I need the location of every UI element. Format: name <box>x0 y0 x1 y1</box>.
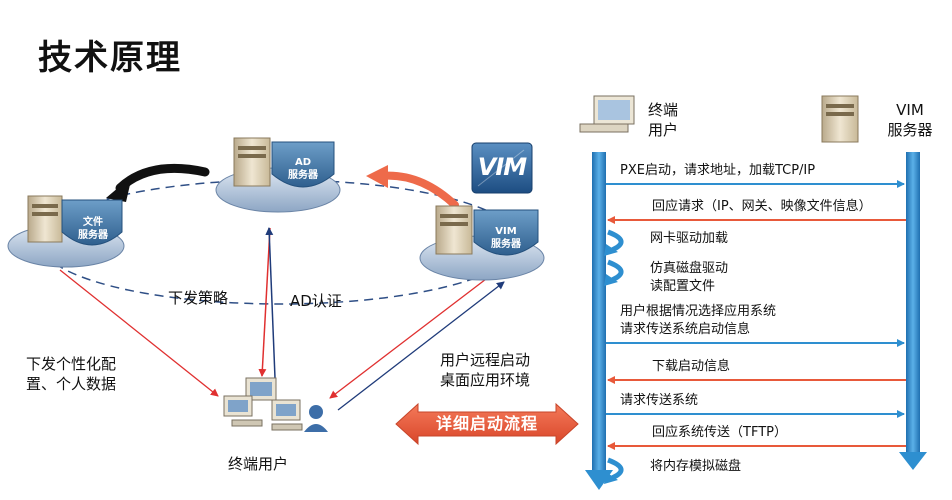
terminal-users-cluster <box>223 377 328 432</box>
black-curved-arrow <box>115 163 210 193</box>
seq-step-label: PXE启动，请求地址，加载TCP/IP <box>620 163 816 178</box>
ad-server-node <box>215 137 341 213</box>
seq-self-loop-arrowhead <box>604 472 618 484</box>
vim-logo-text: VIM <box>477 153 527 181</box>
seq-step-label: 将内存模拟磁盘 <box>650 459 742 474</box>
label-ad-auth: AD认证 <box>290 292 342 310</box>
label-remote-start: 用户远程启动 桌面应用环境 <box>440 351 531 389</box>
detail-button-shape[interactable] <box>395 402 579 446</box>
black-arrowhead <box>106 176 132 202</box>
sequence-arrows <box>604 180 906 484</box>
seq-self-loop-arrowhead <box>604 244 618 256</box>
orange-curved-arrow <box>376 171 459 209</box>
seq-step-label: 回应请求（IP、网关、映像文件信息） <box>652 199 872 214</box>
file-server-node <box>7 195 125 268</box>
policy-red-line <box>258 227 271 377</box>
lifeline-vim <box>906 152 920 452</box>
lifeline-terminal <box>592 152 606 470</box>
vim-server-label: VIM 服务器 <box>491 226 521 250</box>
orange-arrowhead <box>366 165 388 188</box>
label-policy: 下发策略 <box>168 289 229 307</box>
seq-head-terminal: 终端 用户 <box>648 101 679 139</box>
ad-auth-navy-line <box>265 227 276 379</box>
seq-self-loop-arrowhead <box>604 274 618 286</box>
ad-server-label: AD 服务器 <box>288 157 318 181</box>
vim-navy-line <box>337 281 505 411</box>
file-server-label: 文件 服务器 <box>78 217 108 241</box>
seq-right-server-icon <box>821 95 859 143</box>
page-title: 技术原理 <box>38 38 182 78</box>
seq-self-loop-arrow <box>607 259 624 283</box>
seq-step-label: 下载启动信息 <box>652 359 731 374</box>
vim-red-line <box>329 275 491 399</box>
seq-step-label: 请求传送系统 <box>620 393 699 408</box>
vim-server-node <box>419 205 545 281</box>
vim-logo <box>471 142 533 194</box>
personal-data-red-line <box>59 269 219 397</box>
detail-flow-button[interactable]: 详细启动流程 <box>435 414 538 433</box>
label-terminal-users: 终端用户 <box>228 455 289 473</box>
seq-step-label: 用户根据情况选择应用系统 请求传送系统启动信息 <box>620 304 777 337</box>
seq-self-loop-arrow <box>607 229 624 253</box>
seq-step-label: 网卡驱动加载 <box>650 231 729 246</box>
label-personal-data: 下发个性化配 置、个人数据 <box>26 355 117 393</box>
seq-self-loop-arrow <box>607 457 624 481</box>
seq-left-computer-icon <box>579 95 635 133</box>
lifeline-vim-arrowhead <box>899 452 927 470</box>
seq-step-label: 回应系统传送（TFTP） <box>652 425 787 440</box>
seq-step-label: 仿真磁盘驱动 读配置文件 <box>650 261 729 294</box>
seq-head-vim: VIM 服务器 <box>887 101 933 139</box>
